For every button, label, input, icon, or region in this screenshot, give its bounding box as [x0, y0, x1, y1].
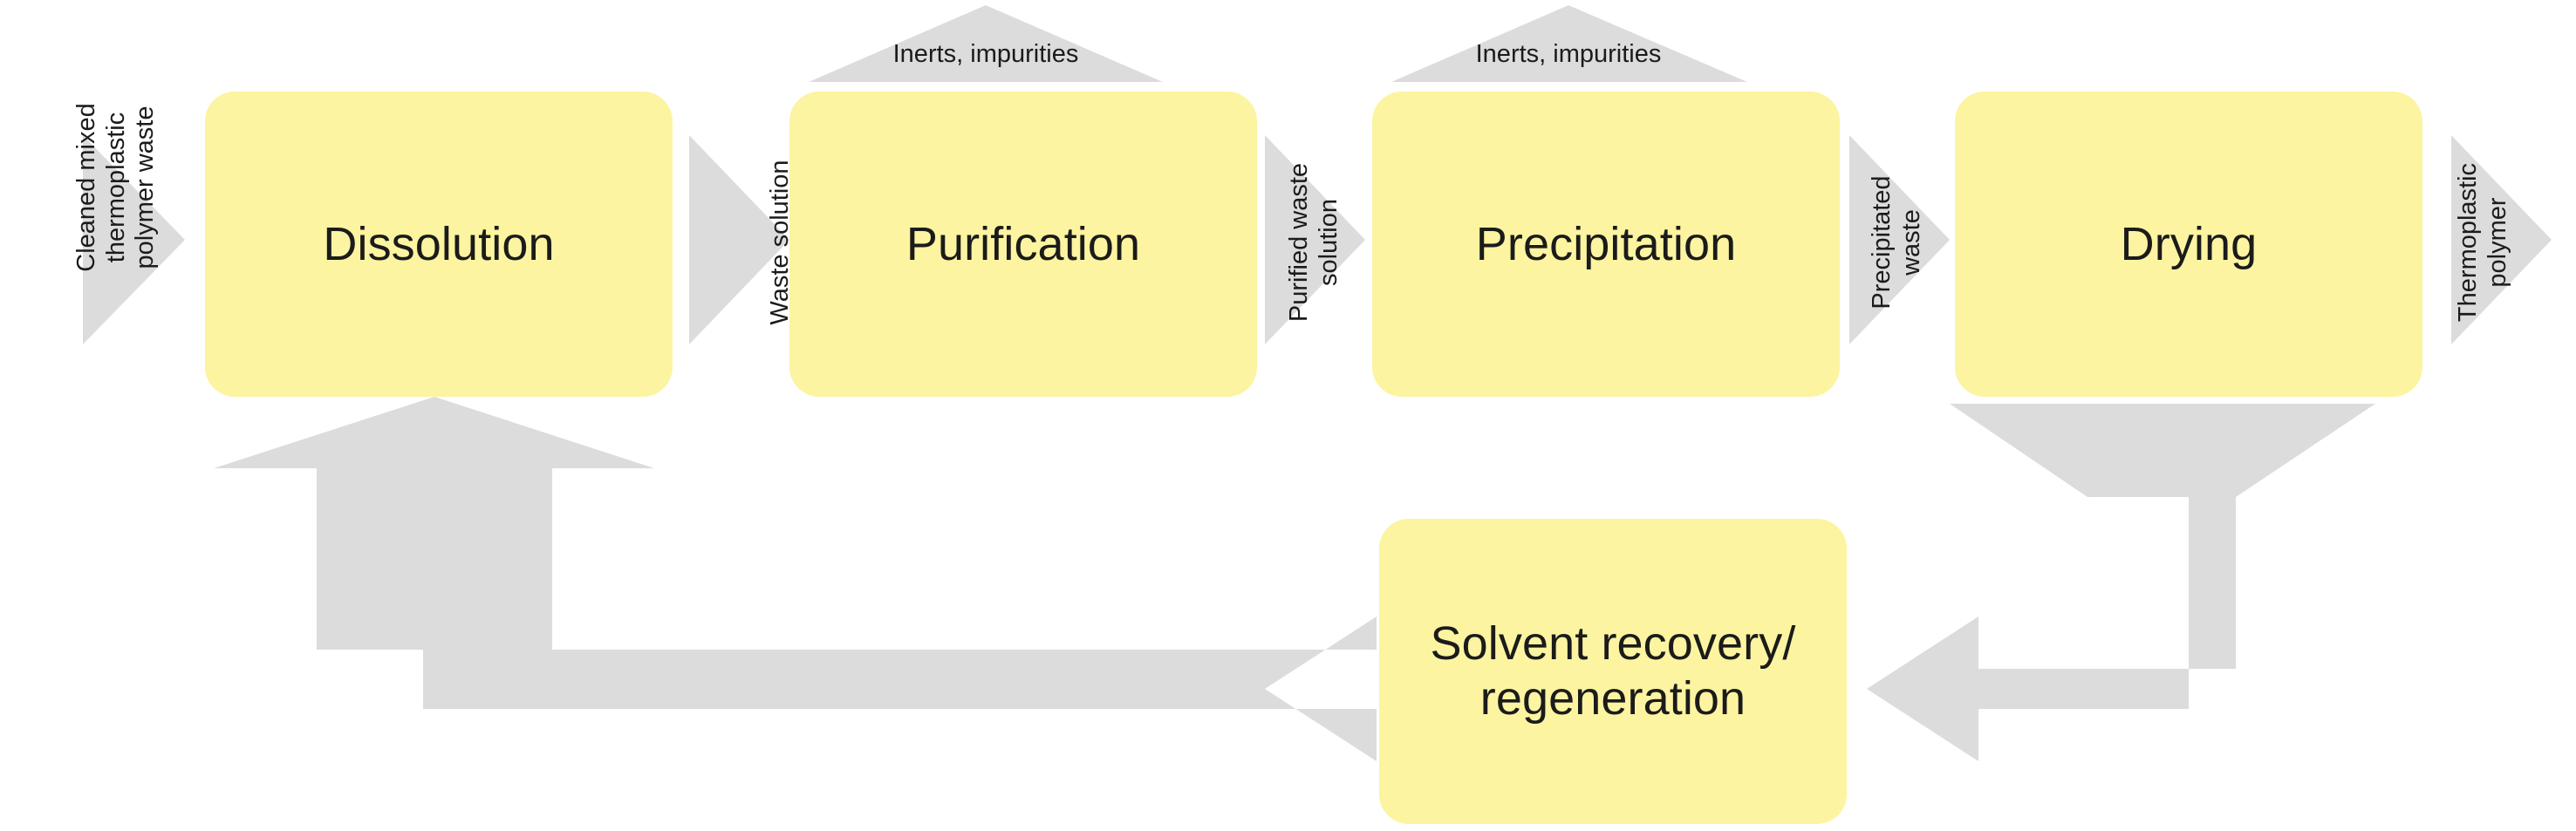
flow-label-feed-in: Cleaned mixed thermoplastic polymer wast… — [44, 31, 159, 344]
process-box-precipitation[interactable]: Precipitation — [1372, 92, 1840, 397]
process-label-dissolution: Dissolution — [323, 217, 555, 270]
flow-label-waste-solution: Waste solution — [738, 85, 794, 399]
arrow-waste-solution — [689, 135, 789, 344]
process-box-drying[interactable]: Drying — [1955, 92, 2422, 397]
flow-label-inerts-precipitation-text: Inerts, impurities — [1475, 40, 1662, 69]
arrow-product-out — [2451, 135, 2552, 344]
process-label-precipitation: Precipitation — [1475, 217, 1737, 270]
flow-label-inerts-purification-text: Inerts, impurities — [892, 40, 1079, 69]
arrow-solvent-to-dissolution — [214, 397, 1377, 761]
arrow-precipitated-waste — [1849, 135, 1950, 344]
process-label-drying: Drying — [2120, 217, 2258, 270]
flow-label-purified-solution: Purified waste solution — [1256, 85, 1342, 399]
process-label-solvent-recovery: Solvent recovery/ regeneration — [1430, 617, 1796, 725]
flow-label-inerts-precipitation: Inerts, impurities — [1394, 12, 1743, 69]
arrow-purified-solution — [1265, 135, 1365, 344]
process-label-purification: Purification — [905, 217, 1141, 270]
arrow-inerts-precipitation — [1391, 5, 1747, 82]
arrow-drying-to-solvent — [1867, 404, 2375, 761]
flow-label-waste-solution-text: Waste solution — [766, 160, 795, 325]
flow-label-precipitated-waste: Precipitated waste — [1839, 85, 1924, 399]
arrow-feed-in — [83, 135, 185, 344]
flow-label-product-out: Thermoplastic polymer — [2425, 85, 2511, 399]
flow-label-inerts-purification: Inerts, impurities — [811, 12, 1160, 69]
process-box-dissolution[interactable]: Dissolution — [205, 92, 673, 397]
arrow-inerts-purification — [809, 5, 1163, 82]
process-box-solvent-recovery[interactable]: Solvent recovery/ regeneration — [1379, 519, 1847, 824]
flow-label-feed-in-text: Cleaned mixed thermoplastic polymer wast… — [72, 103, 160, 272]
process-box-purification[interactable]: Purification — [789, 92, 1257, 397]
